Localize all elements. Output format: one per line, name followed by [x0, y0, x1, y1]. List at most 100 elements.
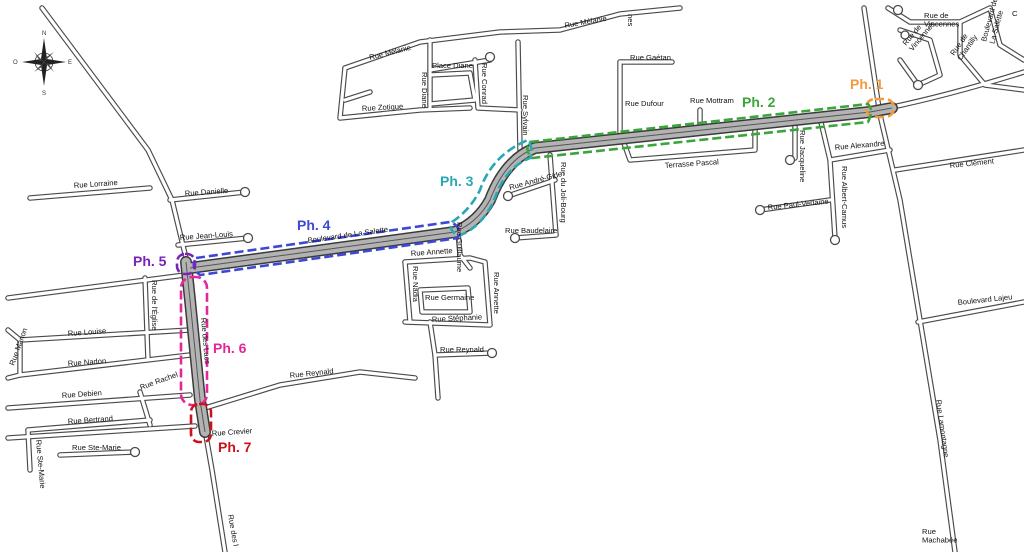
phase-2-outline — [526, 102, 873, 160]
phase-5-outline — [175, 252, 197, 276]
street-fill — [473, 58, 522, 112]
compass-e: E — [68, 60, 72, 66]
street-label: Terrasse Pascal — [665, 157, 720, 170]
phase-2-label: Ph. 2 — [742, 94, 776, 110]
street-label: Rue Ste-Marie — [72, 443, 121, 452]
compass-north-point — [41, 38, 47, 62]
phase-labels: Ph. 1 Ph. 2 Ph. 3 Ph. 4 Ph. 5 Ph. 6 Ph. … — [133, 76, 884, 455]
compass-se-point — [46, 63, 54, 72]
street-fill — [506, 178, 557, 198]
street-label: C — [1012, 9, 1018, 18]
street-fill — [916, 300, 1024, 324]
compass-n: N — [42, 31, 46, 37]
street-label: Rue Conrad — [480, 63, 489, 104]
phase-7-label: Ph. 7 — [218, 439, 252, 455]
compass-sw-point — [34, 64, 43, 72]
cul-de-sac — [829, 234, 841, 246]
street-label: Rue Baudelaire — [505, 226, 557, 235]
street-label: Rue Germaine — [425, 293, 474, 302]
compass-east-point — [44, 59, 66, 65]
street-label: Rue Nadia — [411, 266, 420, 303]
compass-south-point — [41, 62, 47, 86]
street-label: Rue Mélanie — [368, 43, 412, 62]
street-label: Rue Rachel — [139, 370, 180, 392]
street-label: Rue des l — [226, 514, 240, 547]
street-fill — [403, 260, 412, 324]
phase-1-outline — [864, 97, 896, 119]
compass-nw-point — [34, 52, 42, 61]
street-label: Rue Annette — [411, 246, 453, 258]
street-nw-diagonal — [39, 5, 189, 261]
cul-de-sac — [502, 190, 514, 202]
cul-de-sacs — [129, 4, 924, 458]
phase-4-label: Ph. 4 — [297, 217, 331, 233]
street-label: Rue Crevier — [212, 426, 254, 438]
street-fill — [862, 6, 957, 552]
street-label: Rue Albert-Camus — [840, 166, 849, 228]
street-fill — [456, 230, 472, 270]
street-label: nes — [626, 14, 635, 26]
compass-west-point — [22, 59, 44, 65]
street-fill — [618, 128, 757, 162]
street-label: Rue Danielle — [185, 186, 229, 198]
street-fill — [338, 66, 472, 120]
compass-s: S — [42, 91, 46, 97]
phase-5-label: Ph. 5 — [133, 253, 167, 269]
phase-3-label: Ph. 3 — [440, 173, 474, 189]
street-fill — [886, 70, 1024, 110]
street-label: Rue Mottram — [690, 96, 734, 105]
street-label: Rue Guillaume — [455, 222, 464, 272]
street-fill — [428, 71, 477, 106]
street-fill — [6, 393, 192, 410]
street-fill — [418, 286, 472, 314]
street-fill — [428, 58, 492, 72]
street-label: Rue Diane — [420, 72, 429, 108]
street-label: Rue Dufour — [625, 99, 664, 108]
cul-de-sac — [484, 51, 496, 63]
street-fill — [6, 424, 197, 440]
street-label: Rue deChantilly — [948, 28, 979, 62]
street-label: Rue Alexandre — [834, 139, 884, 152]
cul-de-sac — [486, 347, 498, 359]
street-fill — [988, 6, 1024, 62]
street-fill — [343, 90, 372, 102]
phase-outlines — [175, 97, 896, 444]
phase-1-label: Ph. 1 — [850, 76, 884, 92]
street-label: Rue Louise — [68, 326, 107, 338]
cul-de-sac — [509, 232, 521, 244]
street-fill — [893, 148, 1024, 172]
street-fill — [143, 276, 150, 362]
street-label: Rue Sylvain — [521, 95, 530, 136]
street-label: Rue Paul-Verlaine — [767, 197, 829, 212]
street-label: Rue de l'Église — [150, 280, 159, 330]
phase-7-outline — [189, 402, 213, 444]
street-label: Rue Stéphanie — [432, 312, 483, 324]
street-fill — [403, 256, 492, 327]
street-fill — [203, 370, 417, 410]
cul-de-sac — [912, 79, 924, 91]
street-fill — [203, 428, 227, 552]
street-label: Rue Bertrand — [68, 414, 114, 426]
street-fill — [433, 353, 440, 400]
street-fill — [433, 351, 494, 357]
street-label: Rue Annette — [492, 272, 501, 314]
street-network — [5, 5, 1024, 552]
street-fill — [138, 390, 152, 427]
street-label: Rue Jacqueline — [798, 130, 807, 182]
cul-de-sac — [900, 30, 910, 40]
phase-6-label: Ph. 6 — [213, 340, 247, 356]
street-label: Rue Mélanie — [564, 14, 608, 30]
street-fill — [18, 328, 192, 342]
cul-de-sac — [892, 4, 904, 16]
street-fill — [428, 320, 437, 357]
street-fill — [548, 153, 558, 237]
cul-de-sac — [242, 232, 254, 244]
street-label: Rue Zotique — [362, 102, 404, 113]
street-label: Rue Reynald — [440, 345, 484, 354]
street-fill — [58, 450, 137, 457]
street-fill — [6, 328, 22, 380]
street-fill — [513, 233, 558, 240]
compass-o: O — [13, 60, 18, 66]
